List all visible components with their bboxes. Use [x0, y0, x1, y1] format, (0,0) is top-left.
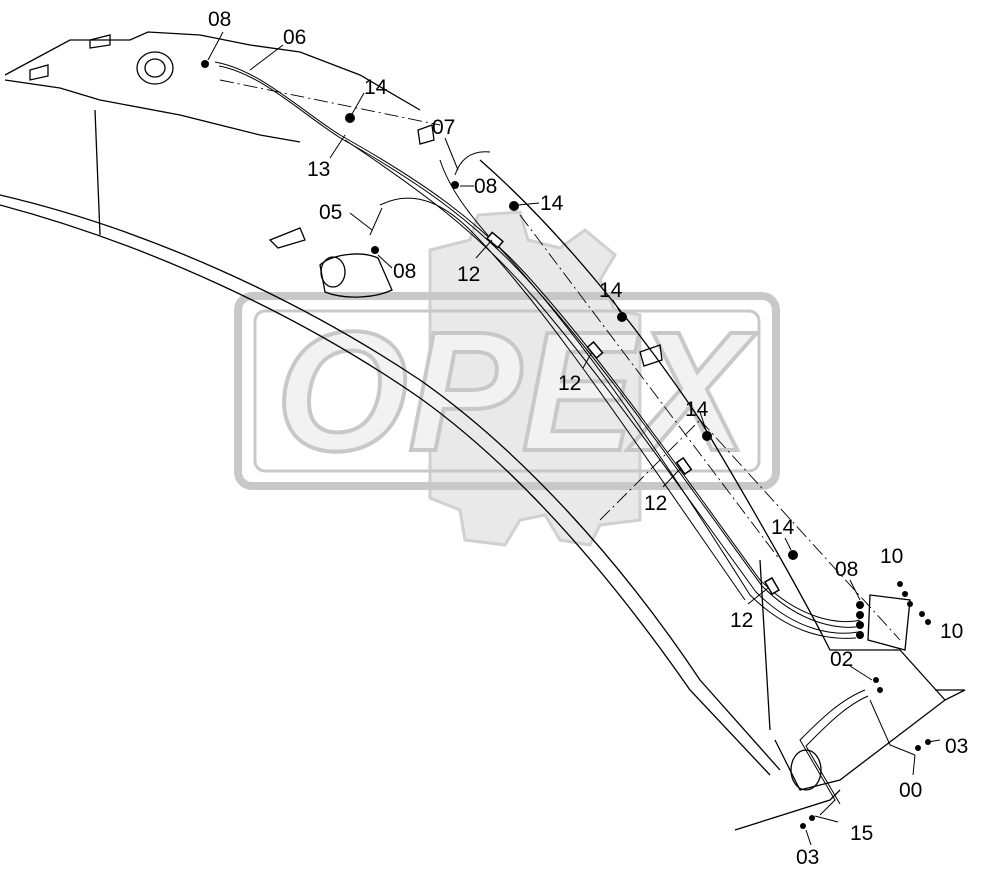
callout-00: 00	[899, 779, 922, 802]
foot-pin-hole	[144, 58, 166, 78]
callout-05: 05	[319, 201, 342, 224]
callout-14: 14	[599, 279, 623, 302]
bolt-14-e	[788, 550, 798, 560]
boom-brackets	[29, 34, 111, 81]
watermark-text: OPEX	[276, 297, 757, 487]
fitting-08-mid	[451, 181, 459, 189]
boom-nose	[774, 689, 966, 791]
lower-hose-pipe	[799, 689, 866, 816]
callout-12: 12	[730, 609, 753, 632]
boom-side-edge	[4, 79, 301, 143]
callout-14: 14	[364, 76, 388, 99]
boom-body	[0, 31, 966, 831]
bolt-14-c	[617, 312, 627, 322]
clamp-12-d	[764, 576, 780, 596]
clamp-plates	[417, 124, 663, 367]
callout-14: 14	[685, 398, 709, 421]
callout-03: 03	[945, 735, 968, 758]
callout-14: 14	[771, 516, 795, 539]
callout-15: 15	[850, 822, 873, 845]
clamps	[486, 231, 780, 596]
fitting-08-low	[371, 246, 379, 254]
leader-lines	[207, 31, 941, 846]
watermark: OPEX	[234, 210, 780, 547]
callout-12: 12	[558, 372, 581, 395]
callout-10: 10	[940, 620, 963, 643]
clamp-12-a	[486, 231, 504, 249]
boom-panel-line	[94, 109, 101, 236]
boom-top-edge	[4, 31, 421, 111]
hose-bundle	[214, 61, 916, 816]
cylinder-mount	[319, 253, 393, 298]
boom-front-line	[759, 559, 771, 731]
callout-12: 12	[457, 263, 480, 286]
watermark-frame	[234, 292, 780, 490]
callout-10: 10	[880, 545, 903, 568]
fittings	[201, 60, 931, 829]
bolt-14-d	[702, 431, 712, 441]
small-bracket	[268, 227, 306, 249]
fitting-08-top	[201, 60, 209, 68]
foot-pin-boss	[136, 51, 174, 85]
callout-13: 13	[307, 158, 330, 181]
valve-block	[867, 594, 911, 651]
callout-03: 03	[796, 846, 819, 869]
boom-lower-edge	[0, 194, 781, 771]
reference-lines	[219, 79, 901, 641]
callout-08: 08	[393, 260, 416, 283]
callout-08: 08	[835, 558, 858, 581]
bolt-14-b	[509, 201, 519, 211]
callout-08: 08	[208, 8, 231, 31]
callout-06: 06	[283, 26, 306, 49]
boom-pin	[790, 749, 822, 791]
callout-08: 08	[474, 175, 497, 198]
callout-14: 14	[540, 192, 564, 215]
cylinder-boss	[320, 256, 346, 288]
callout-labels: 08 06 14 13 07 08 14 05 08 12 14 12 14 1…	[208, 8, 968, 869]
callout-07: 07	[432, 116, 455, 139]
boom-lower-edge-2	[0, 204, 771, 776]
callout-12: 12	[644, 492, 667, 515]
callout-02: 02	[830, 648, 853, 671]
bolt-14-a	[345, 113, 355, 123]
boom-tip-plate	[734, 789, 841, 831]
